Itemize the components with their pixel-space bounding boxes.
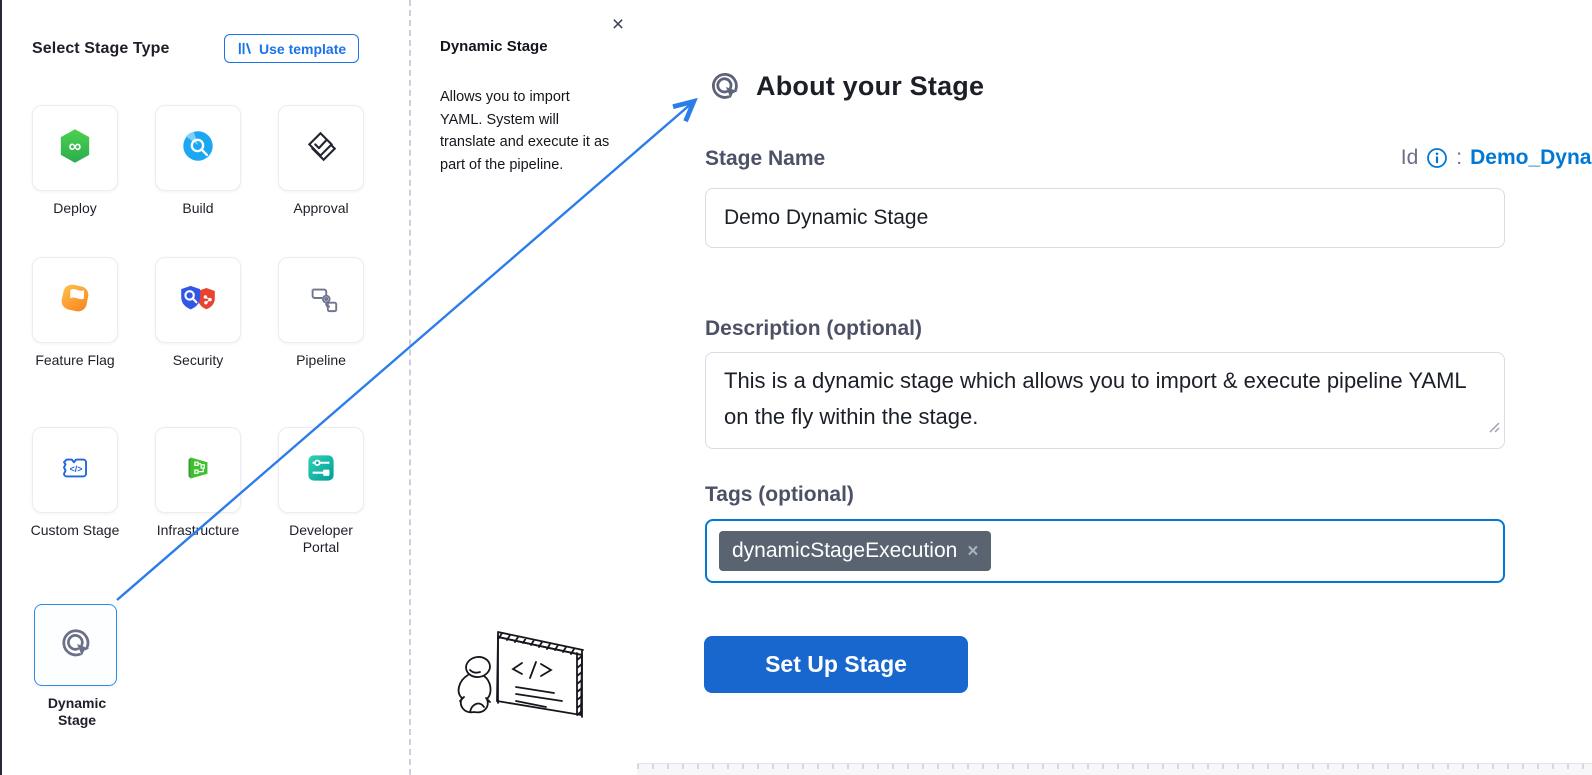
- stage-id-row: Id : Demo_Dyna...: [1185, 145, 1592, 171]
- info-icon[interactable]: [1426, 147, 1448, 169]
- build-icon: [177, 125, 219, 172]
- tags-label: Tags (optional): [705, 483, 854, 507]
- dynamic-stage-icon: [55, 622, 97, 669]
- about-stage-panel: About your Stage Stage Name Id : Demo_Dy…: [640, 0, 1592, 763]
- svg-text:</>: </>: [70, 464, 83, 474]
- remove-tag-icon[interactable]: ×: [967, 542, 978, 561]
- whiteboard-illustration: [450, 615, 600, 740]
- stage-id-value[interactable]: Demo_Dyna...: [1470, 146, 1592, 170]
- template-library-icon: [237, 41, 252, 56]
- stage-type-feature-flag[interactable]: Feature Flag: [32, 257, 118, 369]
- stage-type-dynamic-stage[interactable]: Dynamic Stage: [34, 604, 120, 729]
- set-up-stage-button[interactable]: Set Up Stage: [704, 636, 968, 693]
- pipeline-icon: [300, 277, 342, 324]
- deploy-icon: ∞: [54, 125, 96, 172]
- stage-name-input[interactable]: [705, 188, 1505, 248]
- feature-flag-icon: [54, 277, 96, 324]
- stage-type-deploy[interactable]: ∞ Deploy: [32, 105, 118, 217]
- id-separator: :: [1456, 146, 1462, 170]
- pipeline-canvas-edge: [637, 763, 1592, 775]
- info-panel-description: Allows you to import YAML. System will t…: [440, 86, 612, 176]
- stage-type-panel: Select Stage Type Use template ∞ Deploy: [0, 0, 405, 775]
- use-template-button[interactable]: Use template: [224, 34, 359, 63]
- stage-name-label: Stage Name: [705, 147, 825, 171]
- form-header: About your Stage: [705, 66, 984, 106]
- stage-type-build[interactable]: Build: [155, 105, 241, 217]
- stage-type-pipeline[interactable]: Pipeline: [278, 257, 364, 369]
- stage-type-approval[interactable]: Approval: [278, 105, 364, 217]
- approval-icon: [300, 125, 342, 172]
- close-icon[interactable]: ×: [606, 13, 630, 37]
- svg-text:∞: ∞: [69, 135, 82, 155]
- tags-input[interactable]: dynamicStageExecution ×: [705, 519, 1505, 583]
- id-label: Id: [1401, 146, 1419, 170]
- stage-type-developer-portal[interactable]: Developer Portal: [278, 427, 364, 556]
- description-label: Description (optional): [705, 317, 922, 341]
- form-title: About your Stage: [756, 71, 984, 102]
- developer-portal-icon: [300, 447, 342, 494]
- stage-info-panel: × Dynamic Stage Allows you to import YAM…: [410, 0, 640, 775]
- stage-type-security[interactable]: Security: [155, 257, 241, 369]
- info-panel-title: Dynamic Stage: [440, 38, 548, 55]
- tag-chip: dynamicStageExecution ×: [719, 531, 991, 571]
- infrastructure-icon: [177, 447, 219, 494]
- stage-type-custom-stage[interactable]: </> Custom Stage: [32, 427, 118, 539]
- resize-handle-icon[interactable]: [1487, 408, 1500, 444]
- dynamic-stage-click-icon: [705, 66, 745, 106]
- custom-stage-icon: </>: [54, 447, 96, 494]
- security-icon: [177, 277, 219, 324]
- description-textarea[interactable]: This is a dynamic stage which allows you…: [705, 352, 1505, 449]
- stage-type-infrastructure[interactable]: Infrastructure: [155, 427, 241, 539]
- page-title: Select Stage Type: [32, 40, 169, 58]
